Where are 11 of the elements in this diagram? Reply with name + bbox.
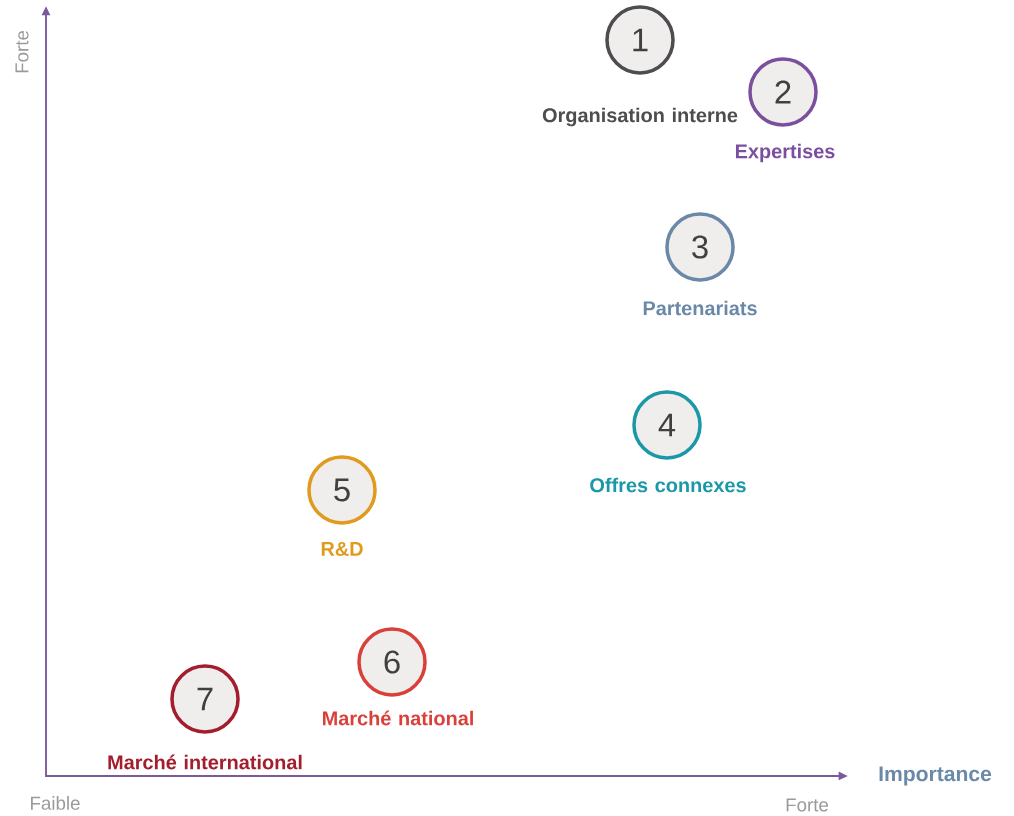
point-label: R&D: [321, 542, 363, 556]
axis-title: Importance: [879, 766, 992, 786]
axis-label: Forte: [15, 30, 29, 73]
point-label: Partenariats: [643, 300, 757, 316]
point-label: Marché international: [108, 754, 302, 770]
point-label: Organisation interne: [542, 107, 738, 127]
point-label: Marché national: [323, 710, 473, 726]
point-label: Expertises: [735, 143, 835, 163]
axis-label: Faible: [31, 796, 80, 810]
axis-label: Forte: [786, 798, 829, 812]
point-label: Offres connexes: [590, 477, 746, 493]
